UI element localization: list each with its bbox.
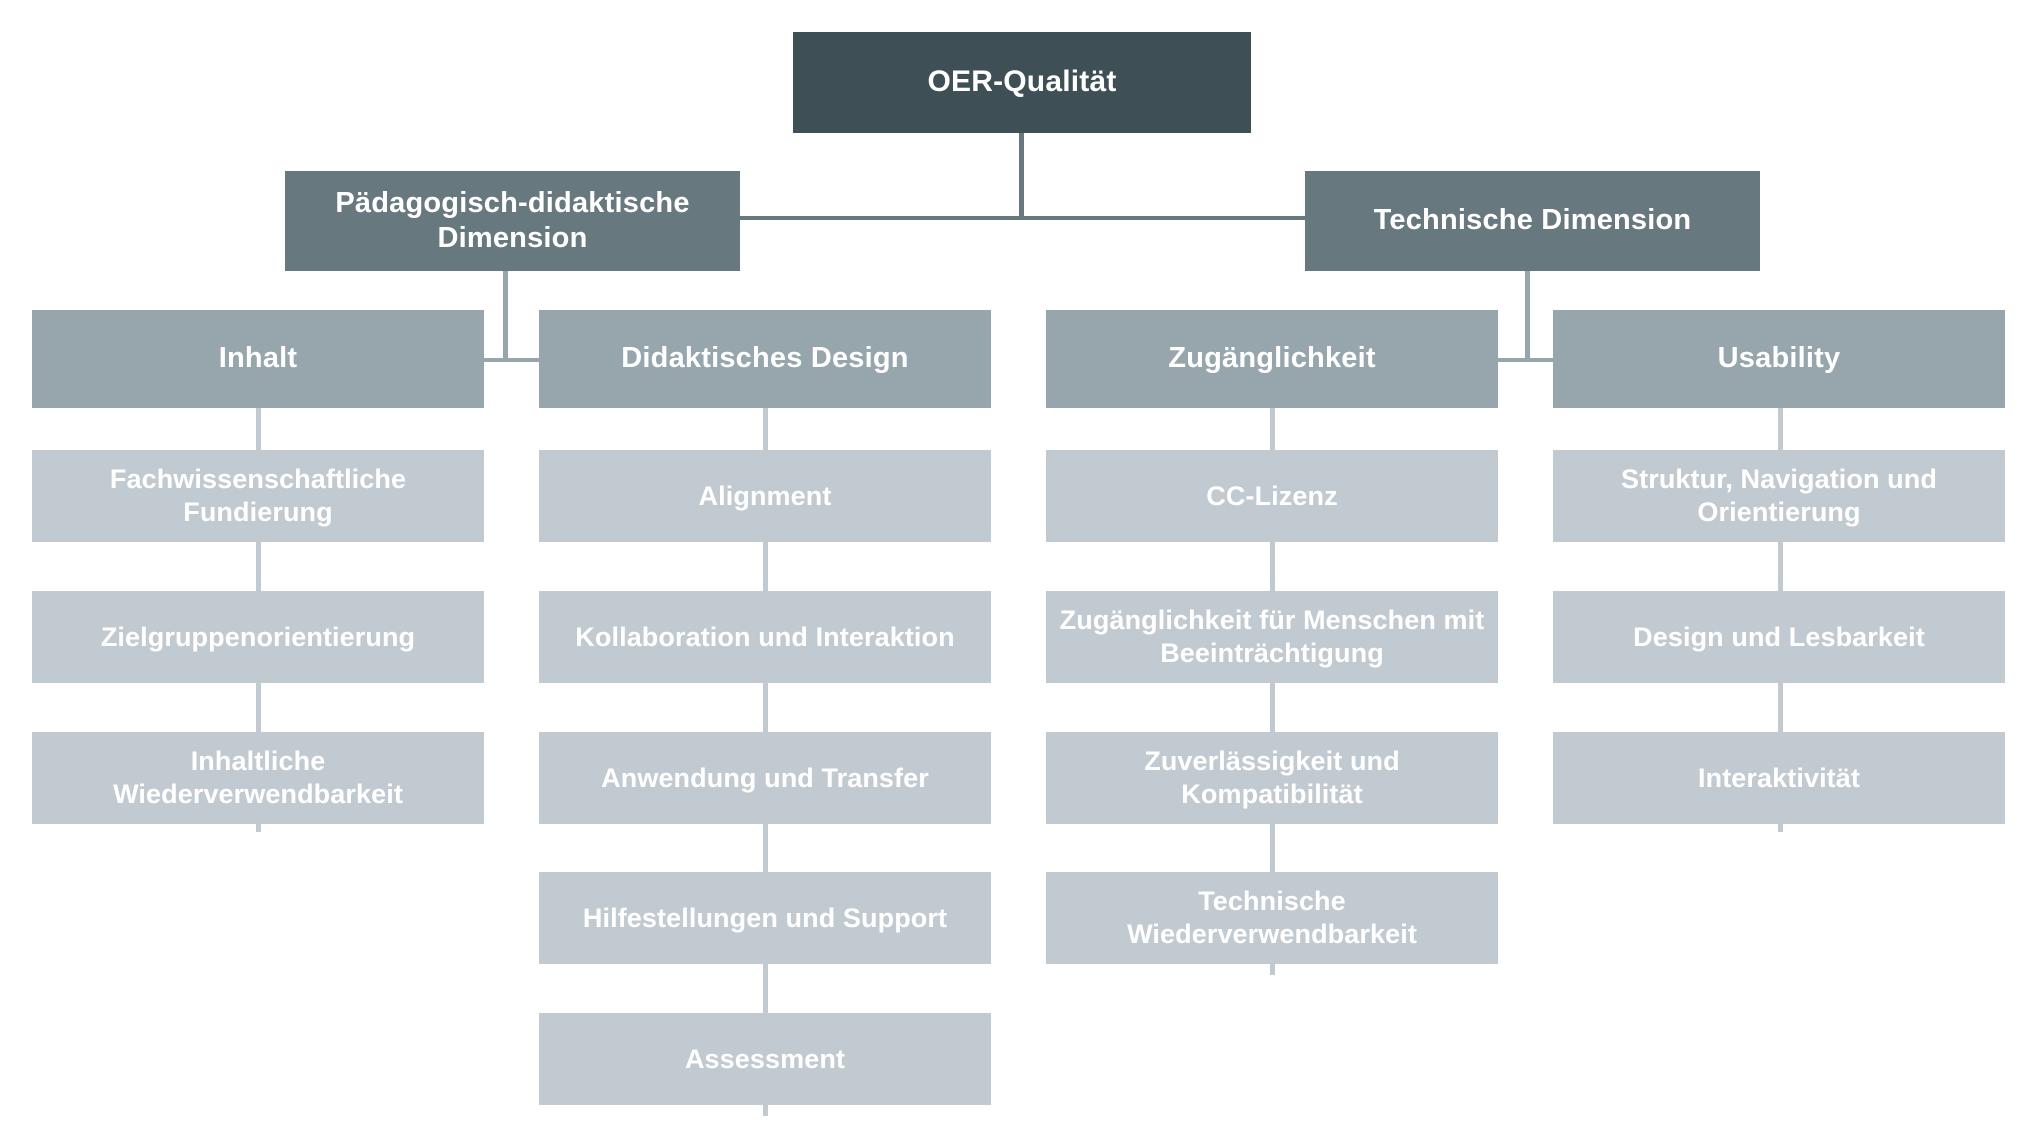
node-leaf-label-zugaenglichkeit-0: CC-Lizenz bbox=[1206, 480, 1338, 511]
node-leaf-label-didaktik-4: Assessment bbox=[684, 1043, 846, 1074]
node-leaf-didaktik-1[interactable]: Kollaboration und Interaktion bbox=[539, 591, 991, 683]
node-leaf-label-didaktik-3: Hilfestellungen und Support bbox=[582, 902, 948, 933]
node-dimension-label-0: Pädagogisch-didaktische Dimension bbox=[335, 186, 690, 254]
connector-dimension-bus bbox=[740, 216, 1305, 220]
node-category-label-1: Didaktisches Design bbox=[621, 342, 909, 375]
node-leaf-usability-1[interactable]: Design und Lesbarkeit bbox=[1553, 591, 2005, 683]
node-leaf-label-zugaenglichkeit-1: Zugänglichkeit für Menschen mit Beeinträ… bbox=[1059, 605, 1485, 668]
node-leaf-usability-0[interactable]: Struktur, Navigation und Orientierung bbox=[1553, 450, 2005, 542]
node-leaf-didaktik-0[interactable]: Alignment bbox=[539, 450, 991, 542]
node-leaf-didaktik-2[interactable]: Anwendung und Transfer bbox=[539, 732, 991, 824]
node-leaf-label-usability-1: Design und Lesbarkeit bbox=[1633, 621, 1925, 652]
node-leaf-inhalt-1[interactable]: Zielgruppenorientierung bbox=[32, 591, 484, 683]
connector-left-dimension-stem bbox=[503, 271, 508, 361]
node-leaf-inhalt-2[interactable]: Inhaltliche Wiederverwendbarkeit bbox=[32, 732, 484, 824]
node-category-inhalt[interactable]: Inhalt bbox=[32, 310, 484, 408]
node-dimension-paedagogisch-didaktisch[interactable]: Pädagogisch-didaktische Dimension bbox=[285, 171, 740, 271]
node-category-label-3: Usability bbox=[1717, 342, 1841, 375]
node-leaf-label-didaktik-0: Alignment bbox=[698, 480, 832, 511]
node-category-label-2: Zugänglichkeit bbox=[1168, 342, 1376, 375]
connector-column-zugaenglichkeit-spine bbox=[1270, 407, 1275, 975]
node-leaf-label-didaktik-1: Kollaboration und Interaktion bbox=[575, 621, 955, 652]
node-leaf-zugaenglichkeit-1[interactable]: Zugänglichkeit für Menschen mit Beeinträ… bbox=[1046, 591, 1498, 683]
node-leaf-label-inhalt-0: Fachwissenschaftliche Fundierung bbox=[109, 464, 407, 527]
node-leaf-label-usability-2: Interaktivität bbox=[1698, 762, 1860, 793]
connector-right-category-bus bbox=[1497, 358, 1557, 362]
connector-right-dimension-stem bbox=[1525, 271, 1530, 361]
node-leaf-label-zugaenglichkeit-3: Technische Wiederverwendbarkeit bbox=[1127, 886, 1417, 949]
node-leaf-label-zugaenglichkeit-2: Zuverlässigkeit und Kompatibilität bbox=[1144, 746, 1400, 809]
node-category-zugaenglichkeit[interactable]: Zugänglichkeit bbox=[1046, 310, 1498, 408]
node-category-usability[interactable]: Usability bbox=[1553, 310, 2005, 408]
node-category-label-0: Inhalt bbox=[218, 342, 298, 375]
node-dimension-technische[interactable]: Technische Dimension bbox=[1305, 171, 1760, 271]
node-leaf-inhalt-0[interactable]: Fachwissenschaftliche Fundierung bbox=[32, 450, 484, 542]
node-leaf-label-inhalt-1: Zielgruppenorientierung bbox=[100, 621, 416, 652]
connector-root-stem bbox=[1019, 133, 1024, 219]
node-leaf-didaktik-4[interactable]: Assessment bbox=[539, 1013, 991, 1105]
connector-left-category-bus bbox=[484, 358, 541, 362]
node-leaf-label-didaktik-2: Anwendung und Transfer bbox=[601, 762, 929, 793]
node-leaf-zugaenglichkeit-0[interactable]: CC-Lizenz bbox=[1046, 450, 1498, 542]
node-dimension-label-1: Technische Dimension bbox=[1373, 204, 1692, 237]
node-root-oer-qualitaet[interactable]: OER-Qualität bbox=[793, 32, 1251, 133]
node-leaf-didaktik-3[interactable]: Hilfestellungen und Support bbox=[539, 872, 991, 964]
node-leaf-zugaenglichkeit-3[interactable]: Technische Wiederverwendbarkeit bbox=[1046, 872, 1498, 964]
node-root-label: OER-Qualität bbox=[927, 65, 1117, 99]
node-category-didaktisches-design[interactable]: Didaktisches Design bbox=[539, 310, 991, 408]
node-leaf-label-usability-0: Struktur, Navigation und Orientierung bbox=[1621, 464, 1937, 527]
node-leaf-zugaenglichkeit-2[interactable]: Zuverlässigkeit und Kompatibilität bbox=[1046, 732, 1498, 824]
node-leaf-usability-2[interactable]: Interaktivität bbox=[1553, 732, 2005, 824]
node-leaf-label-inhalt-2: Inhaltliche Wiederverwendbarkeit bbox=[113, 746, 403, 809]
